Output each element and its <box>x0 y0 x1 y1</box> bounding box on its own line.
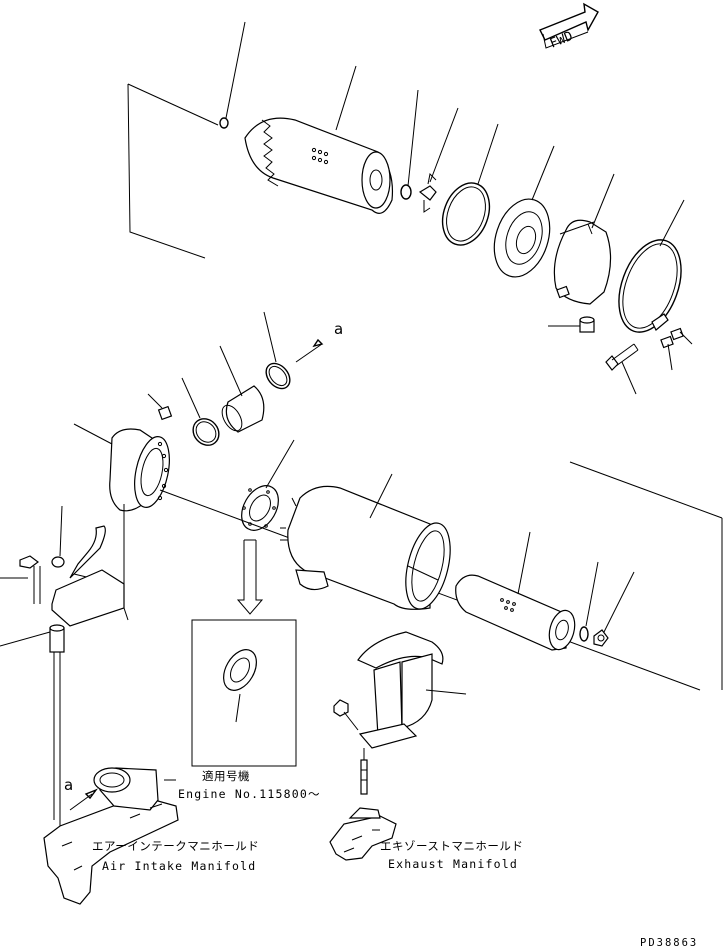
exhaust-manifold-jp: エキゾーストマニホールド <box>380 839 523 853</box>
intake-manifold-jp: エアーインテークマニホールド <box>92 839 259 853</box>
bolt-left-icon <box>0 555 41 604</box>
wing-nut-icon <box>400 89 459 213</box>
fwd-arrow-icon <box>539 2 599 49</box>
bracket-assembly <box>51 504 129 627</box>
ref-label-a-lower: a <box>64 776 73 794</box>
air-intake-manifold <box>43 767 179 905</box>
intake-manifold-en: Air Intake Manifold <box>102 859 256 873</box>
fwd-label: FWD <box>548 29 576 52</box>
detail-arrow-icon <box>236 539 264 615</box>
applicable-en: Engine No.115800～ <box>178 787 321 801</box>
air-cleaner-housing <box>280 473 451 610</box>
filter-element-icon <box>455 531 576 651</box>
upper-group-bracket <box>127 83 219 259</box>
bolt-small-icon <box>147 393 173 421</box>
washer-left-icon <box>51 505 65 568</box>
pin-icon <box>660 327 693 371</box>
nut-lower-icon <box>593 571 635 647</box>
washer-lower-icon <box>579 561 599 642</box>
bolt-icon <box>605 343 639 395</box>
seal-ring-icon <box>441 123 499 246</box>
hose-clamp-2-icon <box>181 377 220 446</box>
hose-icon <box>219 345 265 433</box>
exhaust-manifold <box>329 807 397 861</box>
exhaust-manifold-en: Exhaust Manifold <box>388 857 518 871</box>
gasket-icon <box>241 439 295 531</box>
nut-exhaust-icon <box>333 699 359 731</box>
hose-clamp-icon <box>263 311 291 390</box>
air-cleaner-body <box>244 65 394 214</box>
elbow-pipe-icon <box>73 423 170 512</box>
detail-box <box>191 619 297 767</box>
cover-disk-icon <box>493 145 555 278</box>
applicable-jp: 適用号機 <box>202 769 250 783</box>
ref-label-a-upper: a <box>334 320 343 338</box>
spacer-icon <box>0 624 65 830</box>
drawing-id: PD38863 <box>640 937 698 949</box>
exhaust-bracket <box>357 631 467 749</box>
ref-arrow-a-upper <box>295 338 324 363</box>
clamp-band-icon <box>618 199 685 333</box>
dust-cup-icon <box>553 173 615 305</box>
stud-icon <box>360 748 368 795</box>
ref-arrow-a-lower <box>69 788 99 811</box>
washer-icon <box>219 21 246 129</box>
nut-icon <box>548 316 595 333</box>
